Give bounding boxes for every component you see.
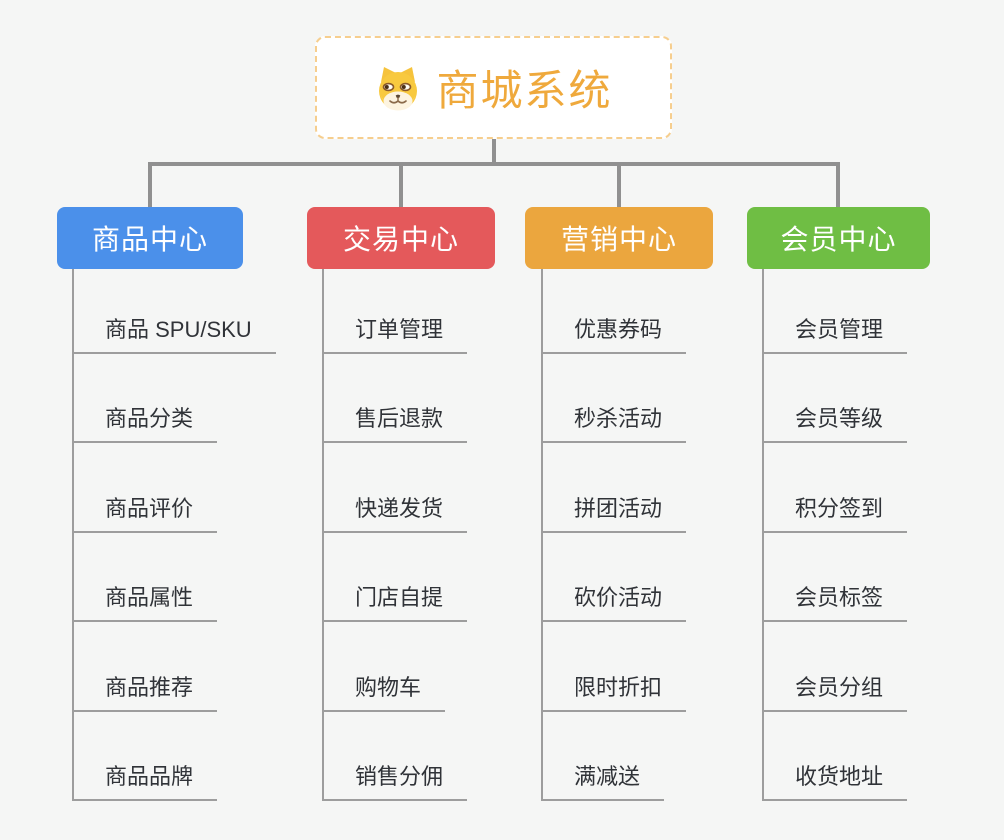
child-node[interactable]: 砍价活动 — [543, 580, 687, 623]
child-row: 商品评价 — [74, 443, 276, 533]
child-row: 商品 SPU/SKU — [74, 269, 276, 354]
child-row: 会员分组 — [764, 622, 908, 712]
child-node[interactable]: 优惠券码 — [543, 312, 687, 354]
child-row: 砍价活动 — [543, 533, 687, 623]
child-node[interactable]: 会员分组 — [764, 670, 908, 712]
child-row: 订单管理 — [324, 269, 468, 354]
branch-header-trade[interactable]: 交易中心 — [307, 207, 495, 269]
child-row: 购物车 — [324, 622, 467, 712]
branch-header-member[interactable]: 会员中心 — [747, 207, 930, 269]
child-row: 秒杀活动 — [543, 354, 687, 444]
child-node[interactable]: 订单管理 — [324, 312, 468, 354]
child-row: 收货地址 — [764, 712, 908, 801]
child-node[interactable]: 商品分类 — [74, 401, 218, 444]
branch-label: 商品中心 — [91, 224, 208, 255]
child-row: 会员标签 — [764, 533, 908, 623]
child-row: 拼团活动 — [543, 443, 687, 533]
child-row: 满减送 — [543, 712, 686, 801]
child-node[interactable]: 快递发货 — [324, 491, 468, 533]
children-column-trade: 订单管理售后退款快递发货门店自提购物车销售分佣 — [322, 269, 468, 801]
root-node-label: 商城系统 — [436, 67, 613, 114]
child-row: 优惠券码 — [543, 269, 687, 354]
children-column-member: 会员管理会员等级积分签到会员标签会员分组收货地址 — [762, 269, 908, 801]
child-row: 会员管理 — [764, 269, 908, 354]
child-node[interactable]: 会员等级 — [764, 401, 908, 444]
branch-label: 交易中心 — [342, 224, 459, 255]
child-row: 商品品牌 — [74, 712, 276, 801]
child-node[interactable]: 秒杀活动 — [543, 401, 687, 444]
child-row: 积分签到 — [764, 443, 908, 533]
branch-header-product[interactable]: 商品中心 — [57, 207, 243, 269]
child-node[interactable]: 售后退款 — [324, 401, 468, 444]
doge-icon — [379, 66, 418, 110]
child-row: 商品推荐 — [74, 622, 276, 712]
child-node[interactable]: 满减送 — [543, 759, 665, 801]
child-node[interactable]: 商品属性 — [74, 580, 218, 623]
child-row: 会员等级 — [764, 354, 908, 444]
child-row: 限时折扣 — [543, 622, 687, 712]
child-node[interactable]: 销售分佣 — [324, 759, 468, 801]
child-row: 售后退款 — [324, 354, 468, 444]
child-row: 商品分类 — [74, 354, 276, 444]
child-node[interactable]: 门店自提 — [324, 580, 468, 623]
child-node[interactable]: 拼团活动 — [543, 491, 687, 533]
child-node[interactable]: 商品推荐 — [74, 670, 218, 712]
branch-label: 会员中心 — [780, 224, 897, 255]
branch-header-marketing[interactable]: 营销中心 — [525, 207, 713, 269]
children-column-product: 商品 SPU/SKU 商品分类商品评价商品属性商品推荐商品品牌 — [72, 269, 276, 801]
child-node[interactable]: 会员标签 — [764, 580, 908, 623]
child-row: 销售分佣 — [324, 712, 468, 801]
child-node[interactable]: 收货地址 — [764, 759, 908, 801]
child-node[interactable]: 商品品牌 — [74, 759, 218, 801]
child-row: 商品属性 — [74, 533, 276, 623]
child-node[interactable]: 限时折扣 — [543, 670, 687, 712]
child-row: 门店自提 — [324, 533, 468, 623]
child-node[interactable]: 购物车 — [324, 670, 446, 712]
child-node[interactable]: 积分签到 — [764, 491, 908, 533]
child-node[interactable]: 商品 SPU/SKU — [74, 312, 276, 354]
children-column-marketing: 优惠券码秒杀活动拼团活动砍价活动限时折扣满减送 — [541, 269, 687, 801]
child-node[interactable]: 商品评价 — [74, 491, 218, 533]
branch-label: 营销中心 — [560, 224, 677, 255]
root-node[interactable]: 商城系统 — [315, 36, 672, 139]
child-node[interactable]: 会员管理 — [764, 312, 908, 354]
child-row: 快递发货 — [324, 443, 468, 533]
